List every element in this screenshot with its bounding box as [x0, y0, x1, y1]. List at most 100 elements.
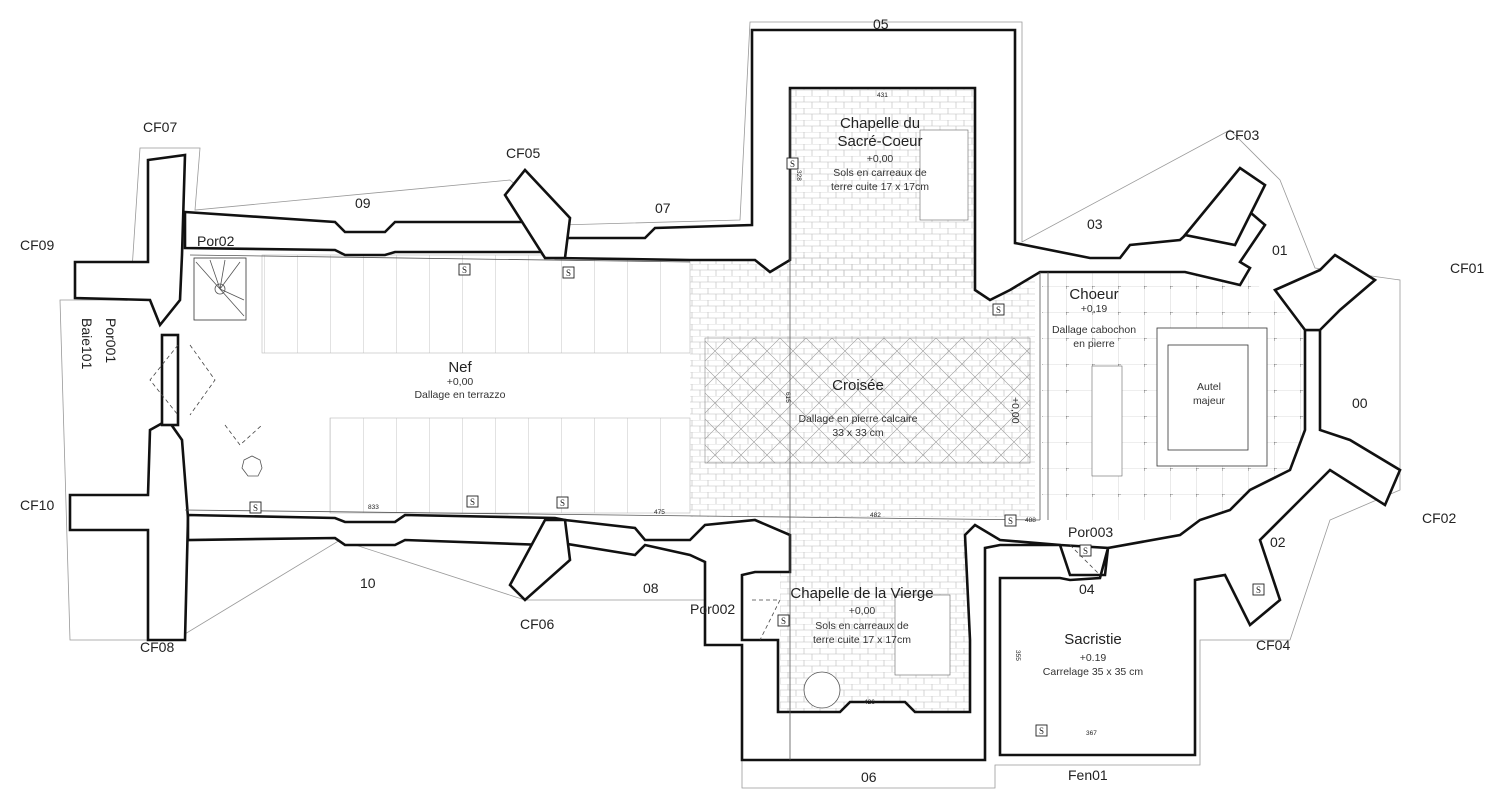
rooms-vierge-floor-line1-label: Sols en carreaux de — [815, 620, 909, 632]
symbol-s-label: S — [253, 503, 258, 513]
room-choeur: Choeur — [1069, 286, 1118, 303]
buttresses-0-label: CF01 — [1450, 260, 1484, 276]
symbol-s-label: S — [470, 497, 475, 507]
s-symbols: S S S S S S S S S S S S — [249, 157, 1265, 737]
dimensions-choeur-south-label: 488 — [1025, 517, 1036, 524]
rooms-sacre-coeur-floor-line1-label: Sols en carreaux de — [833, 167, 927, 179]
room-croisee: Croisée — [832, 377, 884, 394]
rooms-sacristie-floor-label: Carrelage 35 x 35 cm — [1043, 666, 1144, 678]
room-sacre-coeur: Chapelle du — [840, 115, 920, 132]
sacre-coeur-altar — [919, 129, 969, 221]
dimensions-vierge-bottom-label: 426 — [864, 699, 875, 706]
room-vierge: Chapelle de la Vierge — [790, 585, 933, 602]
autel-label: Autel — [1197, 381, 1221, 393]
vierge-altar — [894, 594, 951, 676]
altar — [1167, 344, 1249, 451]
door-swings — [149, 90, 1101, 760]
pews-north — [261, 254, 691, 354]
symbol-s-label: S — [996, 305, 1001, 315]
symbol-s-label: S — [1039, 726, 1044, 736]
buttress-cf08-cf10 — [68, 418, 190, 642]
buttresses-8-label: CF09 — [20, 237, 54, 253]
bay-labels: 00 01 02 03 04 05 06 07 08 09 10 — [355, 16, 1368, 785]
bays-7-label: 07 — [655, 200, 671, 216]
bays-0-label: 00 — [1352, 395, 1368, 411]
opening-labels: Por02 Por001 Baie101 Por002 Por003 Fen01… — [79, 233, 1113, 783]
openings-por001-label: Por001 — [103, 318, 119, 363]
symbol-s-label: S — [560, 498, 565, 508]
pews-south — [329, 417, 691, 514]
rooms-choeur-floor-line1-label: Dallage cabochon — [1052, 324, 1136, 336]
rooms-sacre-coeur-level-label: +0,00 — [867, 153, 894, 165]
symbol-s-label: S — [1008, 516, 1013, 526]
bays-3-label: 03 — [1087, 216, 1103, 232]
rooms-croisee-floor-line2-label: 33 x 33 cm — [832, 427, 884, 439]
dimensions-nef-south-label: 833 — [368, 504, 379, 511]
bays-6-label: 06 — [861, 769, 877, 785]
rooms-sacristie-level-label: +0.19 — [1080, 652, 1107, 664]
buttress-cf05 — [503, 168, 572, 260]
dimensions-sacre-coeur-side-label: 328 — [795, 170, 802, 181]
buttresses-2-label: CF03 — [1225, 127, 1259, 143]
buttresses-6-label: CF07 — [143, 119, 177, 135]
symbol-s-label: S — [1256, 585, 1261, 595]
rooms-vierge-floor-line2-label: terre cuite 17 x 17cm — [813, 634, 911, 646]
dimensions-nef-east-label: 475 — [654, 509, 665, 516]
buttress-cf03 — [1182, 166, 1267, 247]
rooms-sacre-coeur-name-line2-label: Sacré-Coeur — [837, 133, 922, 150]
openings-por002-label: Por002 — [690, 601, 735, 617]
dimensions-croisee-south-label: 482 — [870, 512, 881, 519]
rooms-vierge-level-label: +0,00 — [849, 605, 876, 617]
buttress-cf06 — [508, 518, 572, 602]
font — [803, 671, 841, 709]
openings-por02-label: Por02 — [197, 233, 235, 249]
symbol-s-label: S — [462, 265, 467, 275]
buttresses-3-label: CF04 — [1256, 637, 1290, 653]
symbol-s-label: S — [566, 268, 571, 278]
openings-fen01-label: Fen01 — [1068, 767, 1108, 783]
west-wall — [160, 333, 180, 427]
rooms-choeur-floor-line2-label: en pierre — [1073, 338, 1115, 350]
buttresses-1-label: CF02 — [1422, 510, 1456, 526]
rooms-nef-level-label: +0,00 — [447, 376, 474, 388]
rooms-sacre-coeur-floor-line2-label: terre cuite 17 x 17cm — [831, 181, 929, 193]
levels-croisee-step-label: +0,00 — [1009, 397, 1021, 424]
dimensions: 833 475 482 488 615 431 328 426 355 367 — [368, 92, 1097, 737]
openings-por003-label: Por003 — [1068, 524, 1113, 540]
symbol-s-label: S — [781, 616, 786, 626]
bays-10-label: 10 — [360, 575, 376, 591]
buttress-cf01 — [1272, 253, 1378, 332]
bays-8-label: 08 — [643, 580, 659, 596]
rooms-nef-floor-label: Dallage en terrazzo — [414, 389, 505, 401]
buttresses-4-label: CF05 — [506, 145, 540, 161]
buttress-labels: CF01 CF02 CF03 CF04 CF05 CF06 CF07 CF08 … — [20, 119, 1484, 655]
symbol-s-label: S — [790, 159, 795, 169]
rooms-croisee-floor-line1-label: Dallage en pierre calcaire — [798, 413, 917, 425]
buttresses-7-label: CF08 — [140, 639, 174, 655]
dimensions-sacristie-bottom-label: 367 — [1086, 730, 1097, 737]
openings-baie101-label: Baie101 — [79, 318, 95, 370]
dimensions-sacristie-side-label: 355 — [1014, 650, 1021, 661]
buttresses-5-label: CF06 — [520, 616, 554, 632]
room-sacristie: Sacristie — [1064, 631, 1122, 648]
rooms-autel-line2-label: majeur — [1193, 395, 1226, 407]
room-labels: Nef +0,00 Dallage en terrazzo Croisée Da… — [414, 115, 1225, 678]
column-base — [241, 455, 263, 477]
bays-2-label: 02 — [1270, 534, 1286, 550]
bays-4-label: 04 — [1079, 581, 1095, 597]
bays-5-label: 05 — [873, 16, 889, 32]
room-nef: Nef — [448, 359, 472, 376]
bays-9-label: 09 — [355, 195, 371, 211]
buttress-cf07-cf09 — [73, 153, 187, 328]
croisee-pattern — [704, 337, 1031, 464]
fixtures — [193, 129, 1268, 709]
outer-contour — [59, 21, 1401, 789]
dimensions-croisee-axis-label: 615 — [784, 392, 791, 403]
dimensions-sacre-coeur-top-label: 431 — [877, 92, 888, 99]
rooms-choeur-level-label: +0,19 — [1081, 303, 1108, 315]
altar-step — [1091, 365, 1123, 477]
symbol-s-label: S — [1083, 546, 1088, 556]
walls — [68, 28, 1402, 762]
bays-1-label: 01 — [1272, 242, 1288, 258]
